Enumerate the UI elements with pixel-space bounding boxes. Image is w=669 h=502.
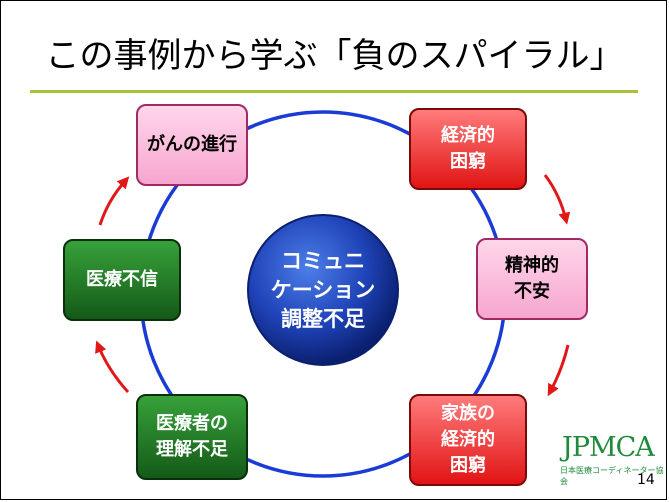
jpmca-logo: JPMCA: [562, 432, 655, 463]
node-mental-anxiety: 精神的 不安: [476, 238, 588, 320]
jpmca-logo-subtext: 日本医療コーディネーター協会: [560, 466, 664, 486]
arrow-understanding-to-distrust: [95, 340, 130, 394]
node-economic-hardship: 経済的 困窮: [409, 108, 527, 190]
title-underline: [30, 90, 638, 93]
slide-title: この事例から学ぶ「負のスパイラル」: [45, 36, 624, 76]
arrow-economic-to-mental: [543, 174, 571, 225]
arrow-mental-to-family: [547, 344, 570, 397]
node-family-economic-hardship: 家族の 経済的 困窮: [409, 394, 527, 486]
arrow-distrust-to-cancer: [98, 176, 130, 226]
page-number: 14: [637, 472, 655, 488]
node-lack-of-understanding: 医療者の 理解不足: [136, 394, 248, 480]
node-medical-distrust: 医療不信: [63, 239, 181, 321]
node-cancer-progression: がんの進行: [136, 104, 248, 186]
center-label: コミュニ ケーション 調整不足: [270, 248, 376, 331]
center-circle: [247, 214, 399, 366]
